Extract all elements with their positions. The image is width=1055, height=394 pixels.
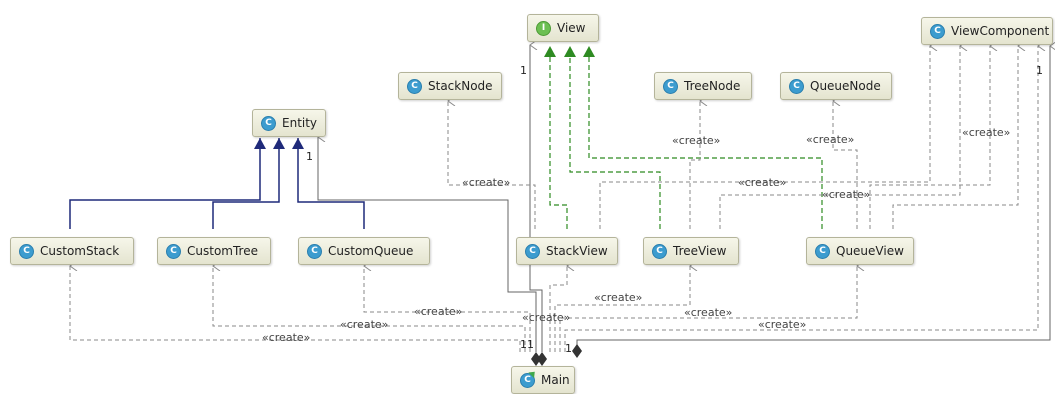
create-label-stackview-vc: «create» <box>738 176 786 189</box>
dependency-edges <box>70 46 1038 352</box>
class-badge-icon: C <box>166 243 181 259</box>
create-label-treenode: «create» <box>672 134 720 147</box>
class-customstack-label: CustomStack <box>40 244 120 258</box>
implements-heads <box>544 46 595 57</box>
dep-main-treeview <box>554 266 690 352</box>
diamond-1 <box>531 352 541 366</box>
class-badge-icon: C <box>407 78 422 94</box>
class-stacknode[interactable]: C StackNode <box>398 72 502 100</box>
class-queueview[interactable]: C QueueView <box>806 237 914 265</box>
dep-queueview-viewcomponent <box>892 46 1018 229</box>
multiplicity-main-a: 1 <box>520 338 527 351</box>
create-label-queuenode: «create» <box>806 133 854 146</box>
class-badge-icon: C <box>815 243 830 259</box>
class-customqueue[interactable]: C CustomQueue <box>298 237 430 265</box>
class-customqueue-label: CustomQueue <box>328 244 414 258</box>
create-label-queueview: «create» <box>684 306 732 319</box>
dep-main-queueview <box>559 266 857 352</box>
class-badge-icon: C <box>663 78 678 94</box>
class-viewcomponent[interactable]: C ViewComponent <box>921 17 1053 45</box>
dep-main-viewcomponent <box>564 46 1038 352</box>
edge-customqueue-entity <box>297 138 365 229</box>
dep-main-stackview <box>549 266 567 352</box>
edge-queueview-view <box>588 56 823 229</box>
multiplicity-entity: 1 <box>306 150 313 163</box>
create-label-treeview-vc: «create» <box>822 188 870 201</box>
class-badge-icon: C <box>525 243 540 259</box>
edge-treeview-view <box>569 56 661 229</box>
edge-customstack-entity <box>69 138 261 229</box>
dep-treeview-treenode <box>689 101 700 229</box>
assoc-main-entity <box>318 137 537 352</box>
class-stacknode-label: StackNode <box>428 79 493 93</box>
class-badge-icon: C <box>19 243 34 259</box>
inheritance-edges <box>69 138 365 229</box>
class-entity-label: Entity <box>282 116 318 130</box>
main-class-badge-icon: C <box>520 372 535 388</box>
implements-head-3 <box>583 46 595 57</box>
class-badge-icon: C <box>261 115 276 131</box>
class-customtree[interactable]: C CustomTree <box>157 237 271 265</box>
edge-stackview-view <box>549 56 568 229</box>
create-label-main: «create» <box>522 311 570 324</box>
multiplicity-viewcomponent: 1 <box>1036 64 1043 77</box>
class-queueview-label: QueueView <box>836 244 904 258</box>
dep-main-customstack <box>70 266 521 352</box>
dep-stackview-stacknode <box>448 101 536 229</box>
class-badge-icon: C <box>930 23 945 39</box>
multiplicity-labels: 1 1 1 1 1 1 <box>306 64 1043 355</box>
association-diamonds <box>531 344 582 366</box>
dep-treeview-viewcomponent <box>719 46 960 229</box>
implements-edges <box>549 56 823 229</box>
inheritance-head-3 <box>292 138 304 149</box>
class-treenode-label: TreeNode <box>684 79 741 93</box>
create-label-customqueue: «create» <box>414 305 462 318</box>
class-stackview[interactable]: C StackView <box>516 237 618 265</box>
multiplicity-view: 1 <box>520 64 527 77</box>
class-view-label: View <box>557 21 586 35</box>
multiplicity-main-b: 1 <box>527 338 534 351</box>
edge-customtree-entity <box>212 138 280 229</box>
create-label-customtree: «create» <box>340 318 388 331</box>
create-label-queueview-vc: «create» <box>962 126 1010 139</box>
multiplicity-main-c: 1 <box>565 342 572 355</box>
class-queuenode[interactable]: C QueueNode <box>780 72 892 100</box>
class-treenode[interactable]: C TreeNode <box>654 72 752 100</box>
dep-stackview-viewcomponent <box>599 46 930 229</box>
inheritance-heads <box>254 138 304 149</box>
inheritance-head-1 <box>254 138 266 149</box>
create-label-viewcomponent-main: «create» <box>758 318 806 331</box>
class-badge-icon: C <box>307 243 322 259</box>
diamond-3 <box>572 344 582 358</box>
dep-queueview-queuenode <box>833 101 858 229</box>
class-entity[interactable]: C Entity <box>252 109 326 137</box>
dep-queueview-viewcomponent-2 <box>869 46 990 229</box>
implements-head-2 <box>564 46 576 57</box>
create-label-customstack: «create» <box>262 331 310 344</box>
interface-badge-icon: I <box>536 20 551 36</box>
implements-head-1 <box>544 46 556 57</box>
class-view[interactable]: I View <box>527 14 599 42</box>
class-stackview-label: StackView <box>546 244 608 258</box>
class-badge-icon: C <box>789 78 804 94</box>
class-customstack[interactable]: C CustomStack <box>10 237 134 265</box>
class-queuenode-label: QueueNode <box>810 79 881 93</box>
class-main-label: Main <box>541 373 570 387</box>
diamond-2 <box>537 352 547 366</box>
create-labels: «create» «create» «create» «create» «cre… <box>262 126 1010 344</box>
create-label-stackview: «create» <box>594 291 642 304</box>
dep-main-customqueue <box>364 266 531 352</box>
class-badge-icon: C <box>652 243 667 259</box>
dep-main-customtree <box>213 266 526 352</box>
inheritance-head-2 <box>273 138 285 149</box>
create-label-stacknode: «create» <box>462 176 510 189</box>
assoc-main-view <box>530 45 543 352</box>
class-customtree-label: CustomTree <box>187 244 258 258</box>
class-main[interactable]: C Main <box>511 366 575 394</box>
class-treeview[interactable]: C TreeView <box>643 237 739 265</box>
class-treeview-label: TreeView <box>673 244 727 258</box>
class-viewcomponent-label: ViewComponent <box>951 24 1050 38</box>
